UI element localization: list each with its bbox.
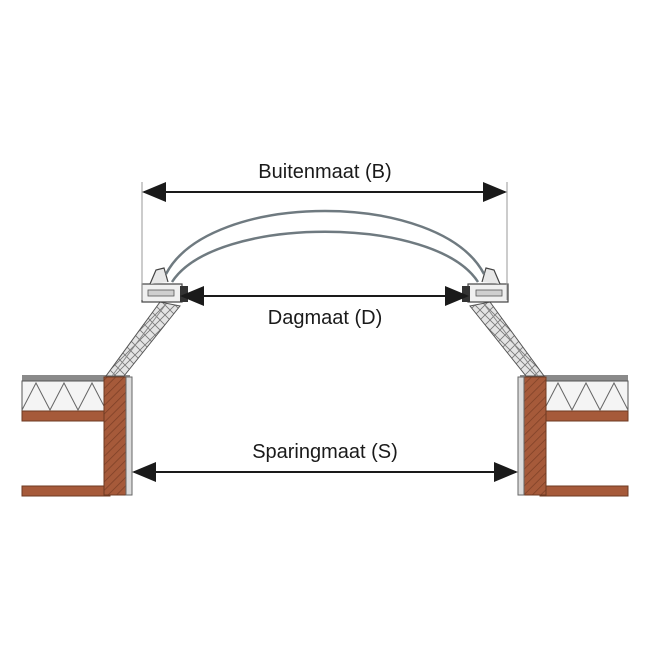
left-lining	[125, 376, 133, 496]
buitenmaat-dimension: Buitenmaat (B)	[142, 161, 507, 202]
sparingmaat-dimension: Sparingmaat (S)	[132, 441, 518, 482]
dome-inner-skin	[170, 230, 480, 283]
left-insulation-zigzag	[21, 381, 107, 412]
left-roof-section	[21, 375, 133, 497]
left-roof-membrane	[22, 375, 130, 381]
right-lining	[517, 376, 525, 496]
right-trimmer-beam	[523, 376, 547, 496]
left-trimmer-beam	[103, 376, 127, 496]
dagmaat-dimension: Dagmaat (D)	[180, 286, 469, 329]
left-roof-deck	[21, 410, 111, 422]
sparingmaat-label: Sparingmaat (S)	[252, 441, 398, 463]
buitenmaat-label: Buitenmaat (B)	[258, 161, 391, 183]
right-insulation-zigzag	[543, 381, 629, 412]
right-upstand	[469, 301, 545, 377]
left-joist	[21, 485, 111, 497]
right-roof-section	[517, 375, 629, 497]
dagmaat-label: Dagmaat (D)	[268, 307, 382, 329]
dome-outer-skin	[164, 209, 486, 275]
dome	[164, 209, 486, 283]
right-roof-membrane	[520, 375, 628, 381]
right-roof-deck	[539, 410, 629, 422]
left-upstand	[105, 301, 181, 377]
right-frame-profile	[462, 267, 509, 303]
right-joist	[539, 485, 629, 497]
left-frame-profile	[141, 267, 188, 303]
